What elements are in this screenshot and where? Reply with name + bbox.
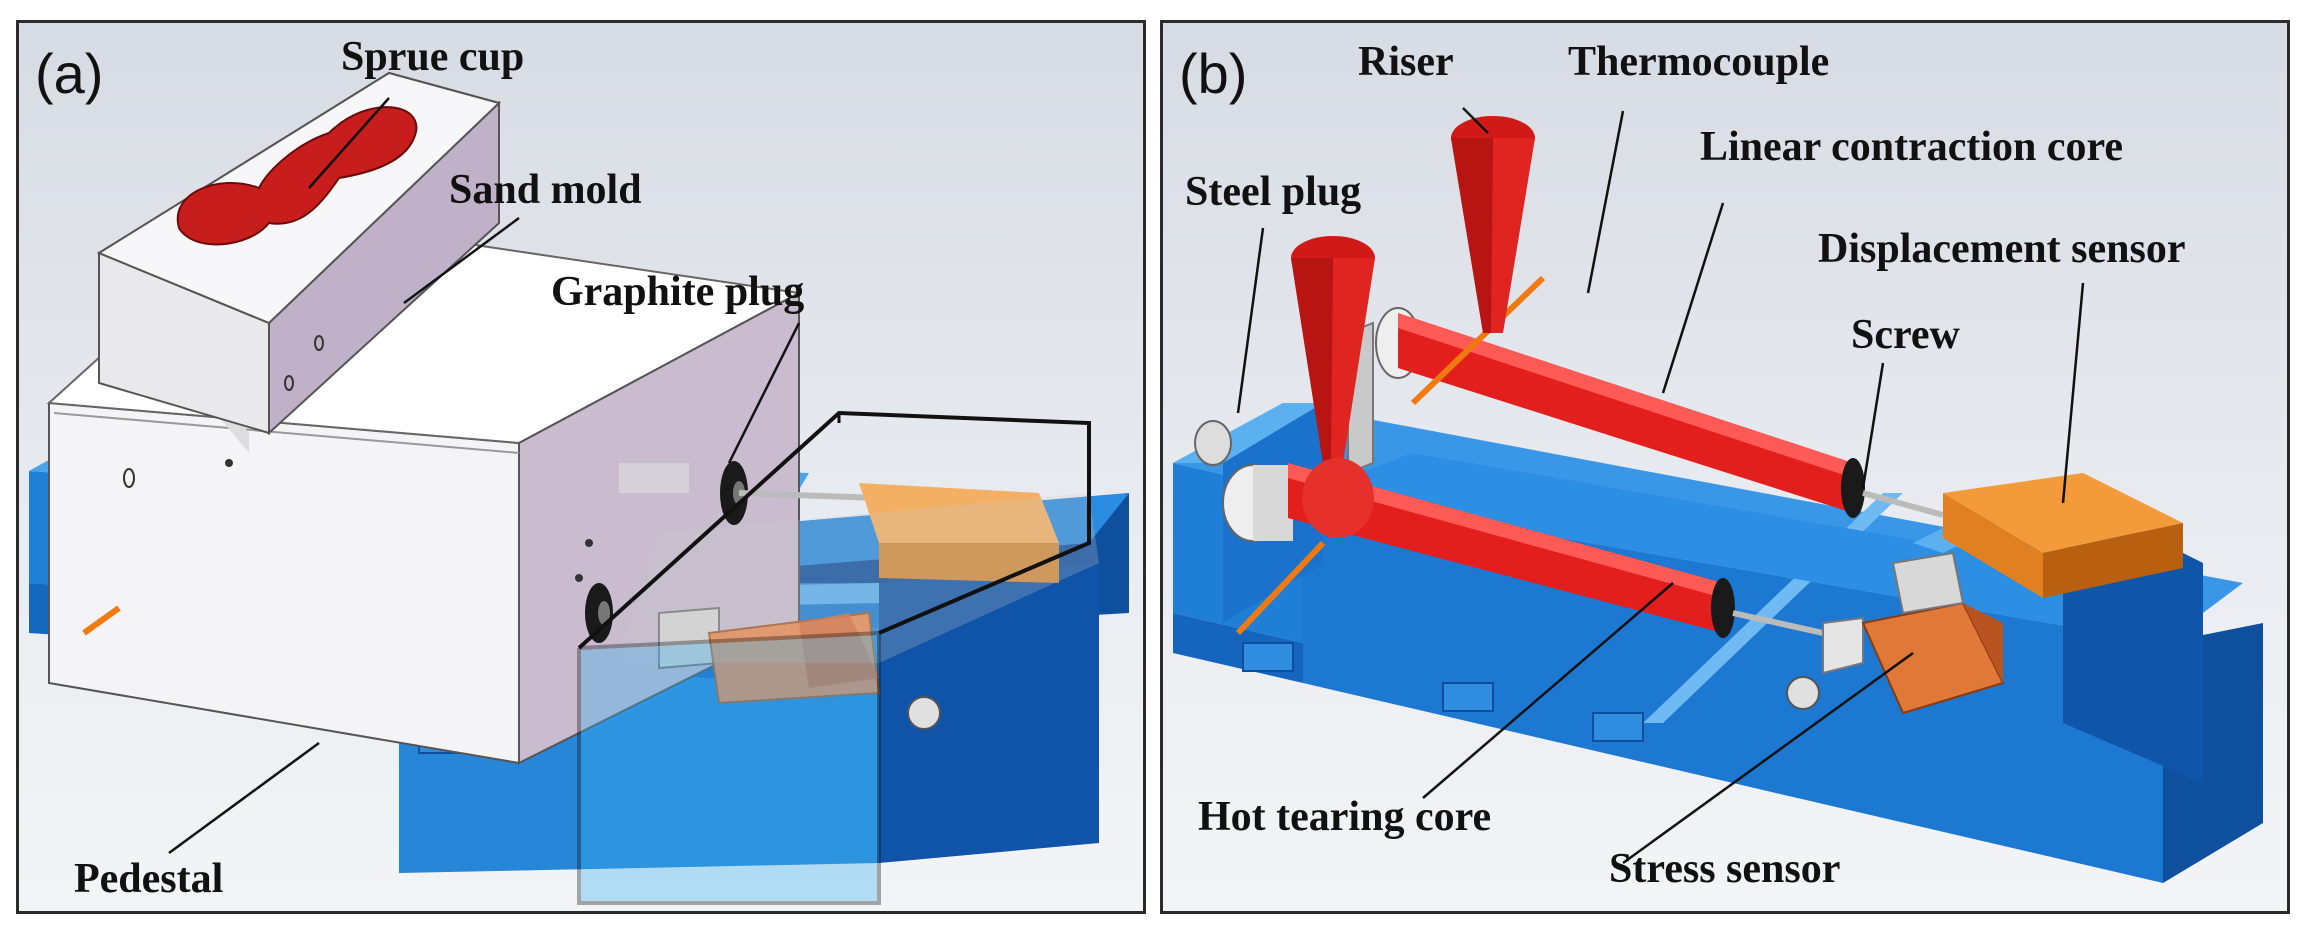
riser bbox=[1291, 116, 1535, 463]
label-sprue-cup: Sprue cup bbox=[341, 34, 525, 80]
panel-letter-b: (b) bbox=[1179, 42, 1248, 105]
label-screw: Screw bbox=[1851, 312, 1960, 358]
graphite-plug bbox=[585, 461, 748, 643]
label-pedestal: Pedestal bbox=[74, 856, 224, 902]
cover-box bbox=[577, 410, 1099, 905]
label-hot-tearing-core: Hot tearing core bbox=[1198, 794, 1492, 840]
panel-letter-a: (a) bbox=[35, 42, 104, 105]
panel-b: (b) Riser Thermocouple Linear contractio… bbox=[1160, 20, 2290, 914]
panel-a-drawing bbox=[29, 71, 1129, 905]
leader-lines-b bbox=[1236, 107, 2085, 865]
panel-b-drawing bbox=[1173, 107, 2263, 883]
label-thermocouple: Thermocouple bbox=[1568, 39, 1830, 85]
label-displacement-sensor: Displacement sensor bbox=[1818, 226, 2186, 272]
linear-contraction-core bbox=[1398, 313, 1944, 518]
leader-lines-a bbox=[168, 97, 801, 855]
thermocouple-rod bbox=[1410, 275, 1546, 406]
label-riser: Riser bbox=[1358, 39, 1454, 85]
panel-a: (a) Sprue cup Sand mold Graphite plug Pe… bbox=[16, 20, 1146, 914]
label-steel-plug: Steel plug bbox=[1185, 169, 1362, 215]
thermocouple-marker-a bbox=[82, 605, 121, 636]
sprue-cup-block bbox=[96, 71, 501, 453]
hot-tearing-core bbox=[1288, 458, 1824, 638]
thermocouple-rod-2 bbox=[1235, 540, 1326, 636]
sensors-b bbox=[1822, 473, 2183, 715]
label-sand-mold: Sand mold bbox=[449, 167, 642, 213]
label-stress-sensor: Stress sensor bbox=[1609, 846, 1841, 892]
label-graphite-plug: Graphite plug bbox=[551, 269, 805, 315]
label-linear-contraction-core: Linear contraction core bbox=[1700, 124, 2124, 170]
